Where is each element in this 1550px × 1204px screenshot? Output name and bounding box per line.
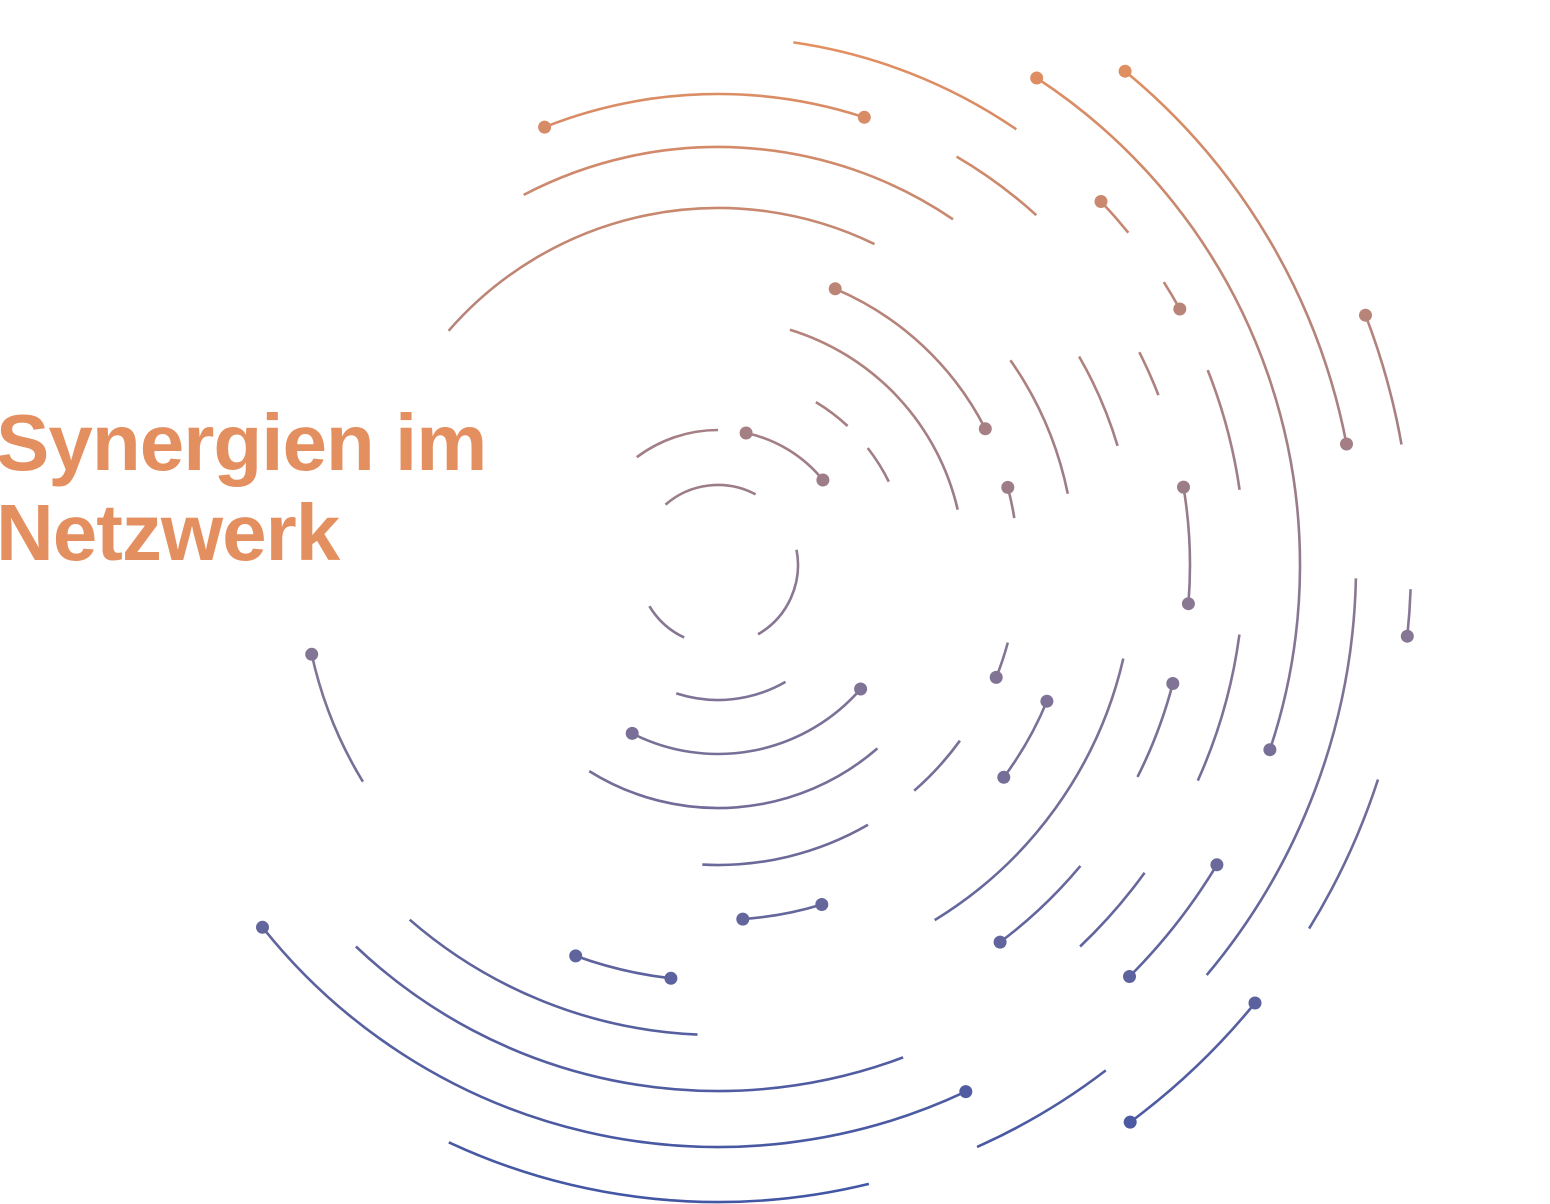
node-dot [1263, 743, 1277, 757]
ring-arc [447, 206, 876, 332]
node-dot [1177, 480, 1190, 494]
ring-arc [834, 287, 987, 430]
node-dot [989, 670, 1003, 684]
node-dot [1210, 858, 1224, 872]
ring-arc [1129, 1002, 1257, 1124]
node-dot [625, 726, 639, 740]
page-title: Synergien im Netzwerk [0, 398, 487, 578]
node-dot [1040, 694, 1054, 708]
node-dot [736, 912, 750, 926]
ring-arc [588, 747, 879, 810]
ring-arc [544, 92, 865, 129]
ring-arc [789, 328, 959, 510]
ring-arc [1138, 351, 1160, 396]
node-dot [1123, 1115, 1137, 1129]
node-dot [1340, 437, 1353, 451]
title-line-1: Synergien im [0, 398, 487, 487]
ring-arc [648, 605, 685, 639]
ring-arc [636, 428, 719, 459]
concentric-arcs [256, 41, 1414, 1204]
ring-arc [866, 447, 890, 483]
node-dot [1359, 308, 1372, 322]
ring-arc [1307, 779, 1380, 930]
ring-arc [815, 400, 849, 427]
title-line-2: Netzwerk [0, 488, 340, 577]
ring-arc [448, 1141, 870, 1204]
ring-arc [1124, 70, 1348, 445]
ring-arc [955, 155, 1038, 217]
ring-arc [1136, 683, 1175, 778]
node-dot [1181, 597, 1195, 611]
node-dot [959, 1085, 973, 1099]
node-dot [854, 682, 868, 696]
ring-arc [702, 823, 869, 867]
ring-arc [1206, 369, 1241, 490]
node-dot [1094, 195, 1108, 208]
node-dot [993, 935, 1007, 949]
node-dot [1248, 996, 1262, 1010]
node-dot [739, 426, 753, 440]
ring-arc [913, 739, 961, 792]
ring-arc [1035, 76, 1302, 751]
ring-arc [1079, 871, 1146, 948]
ring-arc [793, 41, 1018, 131]
ring-arc [408, 918, 698, 1036]
ring-arc [1128, 864, 1219, 978]
node-dot [1173, 302, 1187, 316]
ring-arc [1077, 355, 1119, 447]
node-dot [815, 898, 829, 911]
node-dot [1001, 480, 1015, 494]
node-dot [816, 473, 830, 487]
node-dot [569, 949, 583, 963]
ring-arc [310, 654, 365, 783]
node-dot [997, 770, 1011, 784]
ring-arc [934, 658, 1125, 922]
ring-arc [745, 431, 824, 481]
node-dot [857, 110, 871, 124]
node-dot [256, 920, 269, 934]
ring-arc [575, 954, 672, 980]
ring-arc [1406, 589, 1412, 637]
ring-arc [742, 903, 823, 921]
ring-arc [664, 483, 757, 506]
ring-arc [1009, 359, 1070, 495]
node-dot [978, 422, 992, 436]
node-dot [1123, 970, 1136, 983]
node-dot [1030, 71, 1044, 85]
ring-arc [976, 1069, 1107, 1149]
node-dot [538, 120, 552, 134]
ring-arc [1002, 700, 1049, 779]
node-dot [664, 971, 678, 985]
ring-arc [1205, 578, 1358, 976]
node-dot [828, 282, 842, 296]
ring-arc [1364, 314, 1403, 445]
ring-arc [631, 688, 862, 756]
ring-arc [1182, 486, 1192, 604]
ring-arc [261, 926, 967, 1149]
ring-arc [355, 945, 904, 1093]
ring-arc [999, 865, 1082, 944]
ring-arc [1196, 634, 1241, 782]
node-dot [1400, 629, 1414, 643]
ring-arc [675, 680, 787, 702]
node-dot [1118, 64, 1132, 78]
ring-arc [757, 549, 800, 636]
ring-arc [523, 145, 954, 221]
node-dot [305, 647, 319, 661]
node-dot [1166, 677, 1180, 690]
